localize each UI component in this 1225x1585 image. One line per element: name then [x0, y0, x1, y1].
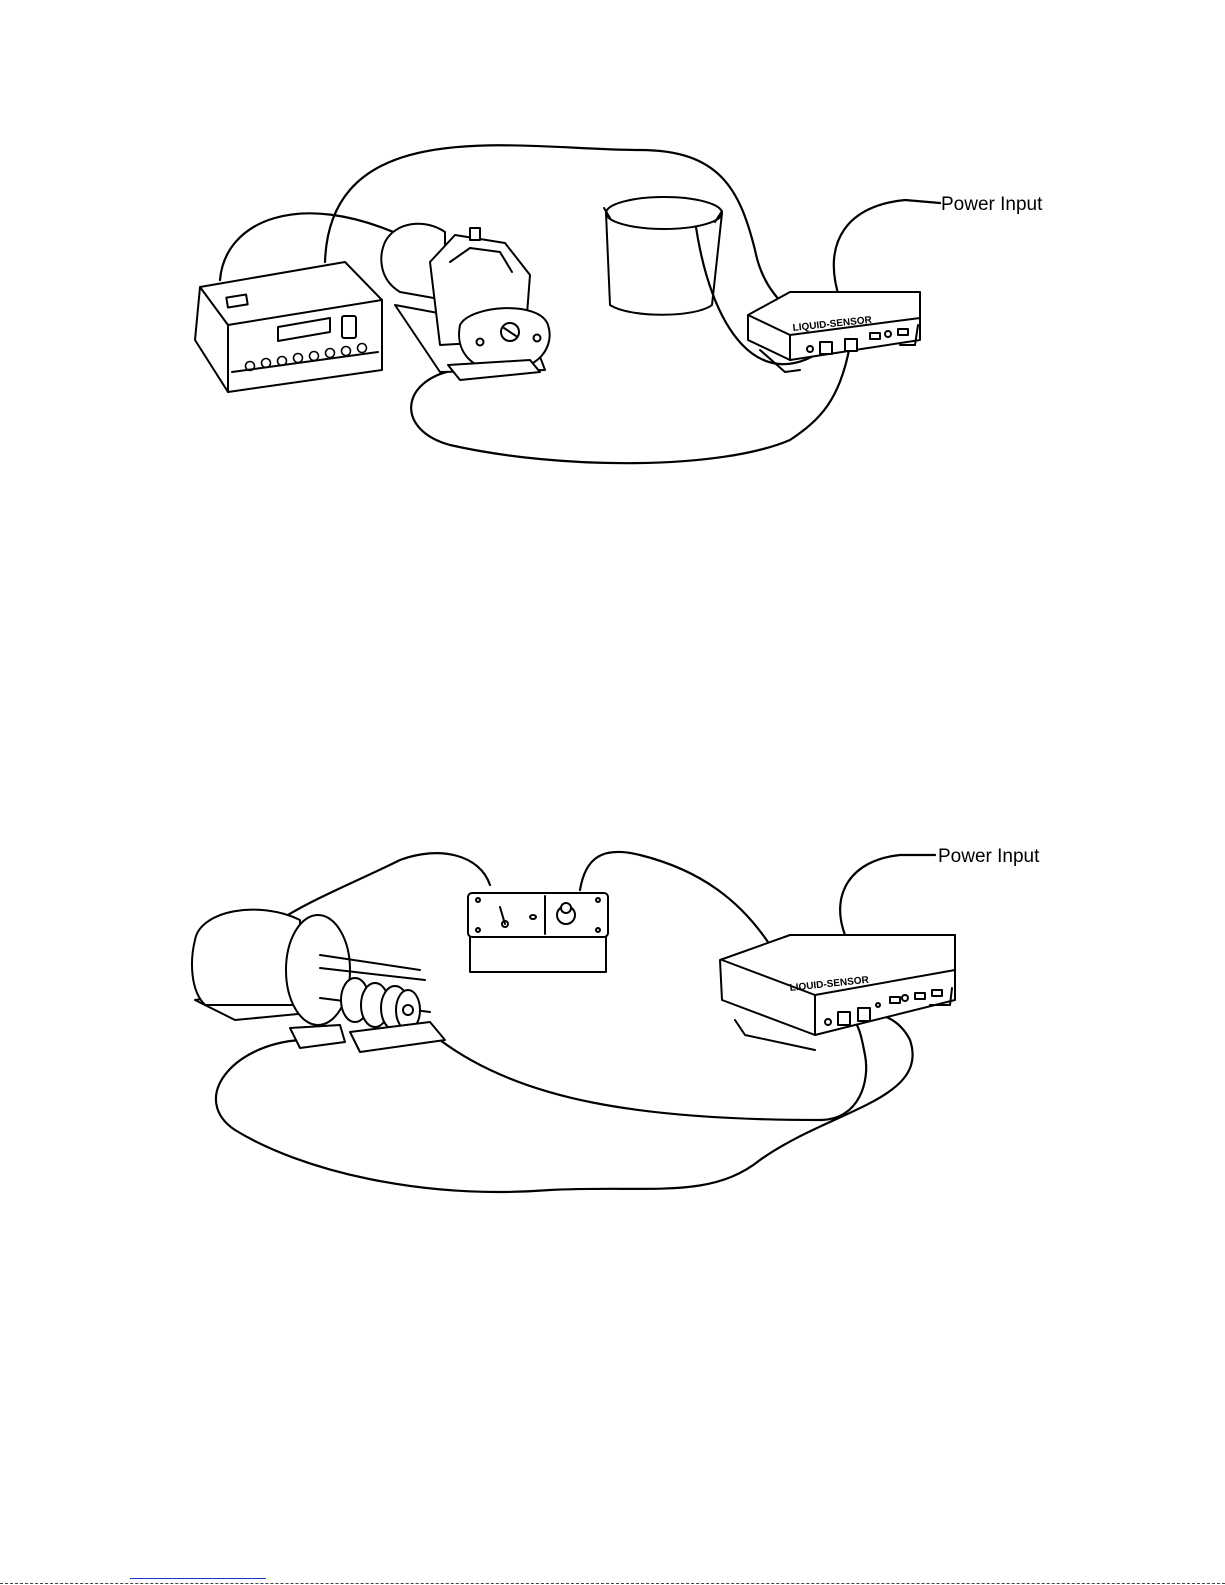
power-input-label: Power Input [938, 846, 1040, 867]
diagram-bottom-switch-setup: Power Input [0, 800, 1225, 1260]
sensor-bracket-left [290, 1025, 345, 1048]
switch-box [468, 893, 608, 972]
cable-power-input [840, 855, 935, 935]
liquid-sensor-controller: LIQUID-SENSOR [748, 292, 920, 372]
controller-port-2-icon [845, 339, 857, 351]
liquid-sensor-controller: LIQUID-SENSOR [720, 935, 955, 1050]
rotor-rollers [341, 978, 420, 1030]
drive-switch-icon [342, 316, 356, 338]
page-edge [0, 1583, 1225, 1584]
pump-drive-unit [195, 262, 382, 392]
sensor-bracket-right [350, 1022, 445, 1052]
controller-port-1-icon [838, 1012, 850, 1025]
controller-port-2-icon [858, 1008, 870, 1021]
pump-head [381, 224, 549, 380]
motor-rotor-assembly [192, 910, 445, 1052]
beaker-icon [604, 197, 722, 315]
controller-port-1-icon [820, 342, 832, 354]
diagram-top-pump-setup: Power Input [0, 0, 1225, 520]
cable-motor-to-switchbox [280, 853, 490, 920]
motor-cylinder [192, 910, 300, 1005]
cable-power-input [834, 200, 940, 300]
power-input-label: Power Input [941, 194, 1043, 215]
footer-rule [130, 1578, 266, 1579]
